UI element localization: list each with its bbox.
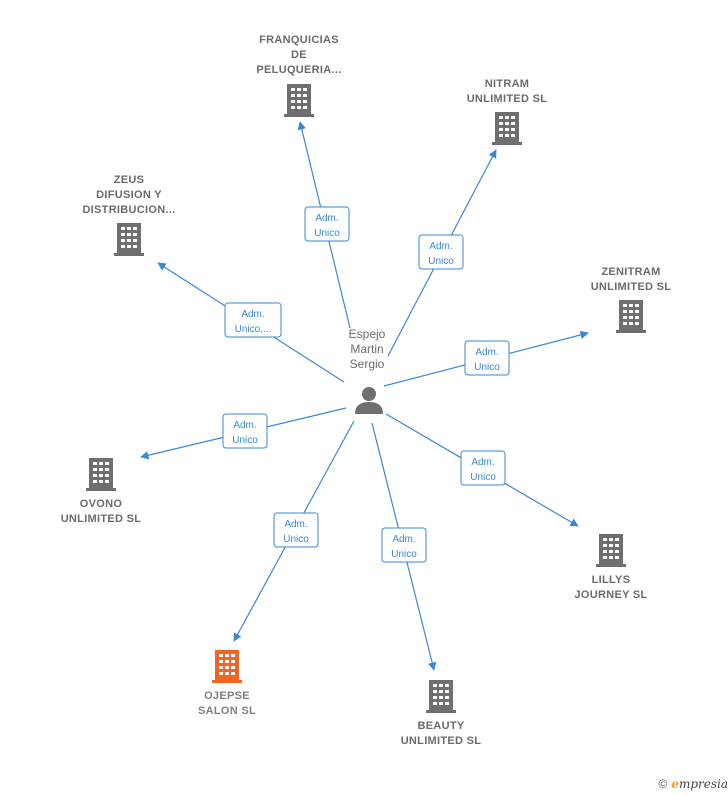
company-node-zenitram[interactable]: ZENITRAM UNLIMITED SL (591, 266, 672, 333)
relation-tag-zenitram[interactable]: Adm. Unico (464, 340, 510, 376)
tags-layer: Adm.UnicoAdm.UnicoAdm.Unico,...Adm.Unico… (222, 206, 510, 563)
company-node-zeus[interactable]: ZEUS DIFUSION Y DISTRIBUCION... (82, 174, 175, 256)
relation-tag-box (304, 206, 350, 242)
relation-tag-text: Adm. (241, 309, 264, 320)
relation-tag-text: Unico (283, 534, 309, 545)
company-label: BEAUTY (417, 720, 464, 732)
person-name-line: Sergio (350, 357, 385, 371)
person-name-line: Martin (350, 342, 383, 356)
company-label: LILLYS (592, 574, 631, 586)
relation-tag-ojepse[interactable]: Adm. Unico (273, 512, 319, 548)
company-label: OJEPSE (204, 690, 250, 702)
company-label: SALON SL (198, 705, 256, 717)
company-label: NITRAM (485, 78, 530, 90)
company-label: ZENITRAM (601, 266, 660, 278)
building-icon (426, 680, 456, 713)
building-icon (616, 300, 646, 333)
relation-tag-text: Unico,... (235, 324, 272, 335)
relation-tag-box (224, 302, 282, 338)
building-icon (212, 650, 242, 683)
company-label: UNLIMITED SL (591, 281, 672, 293)
company-label: OVONO (80, 498, 123, 510)
relation-tag-text: Unico (428, 256, 454, 267)
relation-tag-franquicias[interactable]: Adm. Unico (304, 206, 350, 242)
relation-tag-text: Unico (314, 228, 340, 239)
company-node-lillys[interactable]: LILLYS JOURNEY SL (574, 534, 647, 601)
company-node-franquicias[interactable]: FRANQUICIAS DE PELUQUERIA... (256, 34, 341, 117)
relation-tag-lillys[interactable]: Adm. Unico (460, 450, 506, 486)
nodes-layer: FRANQUICIAS DE PELUQUERIA... NITRAM UNLIMITE… (61, 34, 672, 747)
relation-tag-box (273, 512, 319, 548)
relation-tag-text: Unico (474, 362, 500, 373)
building-icon (596, 534, 626, 567)
copyright-symbol: © (658, 777, 668, 791)
relation-tag-text: Unico (391, 549, 417, 560)
relation-tag-text: Unico (232, 435, 258, 446)
person-name-line: Espejo (349, 327, 386, 341)
company-label: UNLIMITED SL (467, 93, 548, 105)
relation-tag-ovono[interactable]: Adm. Unico (222, 413, 268, 449)
company-node-ovono[interactable]: OVONO UNLIMITED SL (61, 458, 142, 525)
company-node-beauty[interactable]: BEAUTY UNLIMITED SL (401, 680, 482, 747)
footer-brand: ©empresia (658, 777, 728, 791)
relation-tag-text: Adm. (233, 420, 256, 431)
relation-tag-zeus[interactable]: Adm. Unico,... (224, 302, 282, 338)
company-label: UNLIMITED SL (61, 513, 142, 525)
relation-tag-box (460, 450, 506, 486)
company-node-nitram[interactable]: NITRAM UNLIMITED SL (467, 78, 548, 145)
company-label: ZEUS (114, 174, 145, 186)
company-label: PELUQUERIA... (256, 64, 341, 76)
relation-tag-box (418, 234, 464, 270)
relation-tag-box (381, 527, 427, 563)
company-label: DISTRIBUCION... (82, 204, 175, 216)
relation-tag-beauty[interactable]: Adm. Unico (381, 527, 427, 563)
relation-tag-text: Adm. (392, 534, 415, 545)
building-icon (114, 223, 144, 256)
brand-logo[interactable]: empresia (671, 777, 728, 791)
company-label: DE (291, 49, 307, 61)
relation-tag-box (222, 413, 268, 449)
relation-tag-text: Adm. (315, 213, 338, 224)
building-icon (492, 112, 522, 145)
relation-tag-nitram[interactable]: Adm. Unico (418, 234, 464, 270)
company-node-ojepse[interactable]: OJEPSE SALON SL (198, 650, 256, 717)
relation-tag-box (464, 340, 510, 376)
building-icon (86, 458, 116, 491)
building-icon (284, 84, 314, 117)
relation-tag-text: Adm. (475, 347, 498, 358)
relation-tag-text: Unico (470, 472, 496, 483)
company-label: DIFUSION Y (96, 189, 162, 201)
relation-tag-text: Adm. (471, 457, 494, 468)
company-label: JOURNEY SL (574, 589, 647, 601)
company-label: UNLIMITED SL (401, 735, 482, 747)
company-label: FRANQUICIAS (259, 34, 339, 46)
relation-tag-text: Adm. (429, 241, 452, 252)
relation-tag-text: Adm. (284, 519, 307, 530)
person-icon (355, 387, 383, 414)
